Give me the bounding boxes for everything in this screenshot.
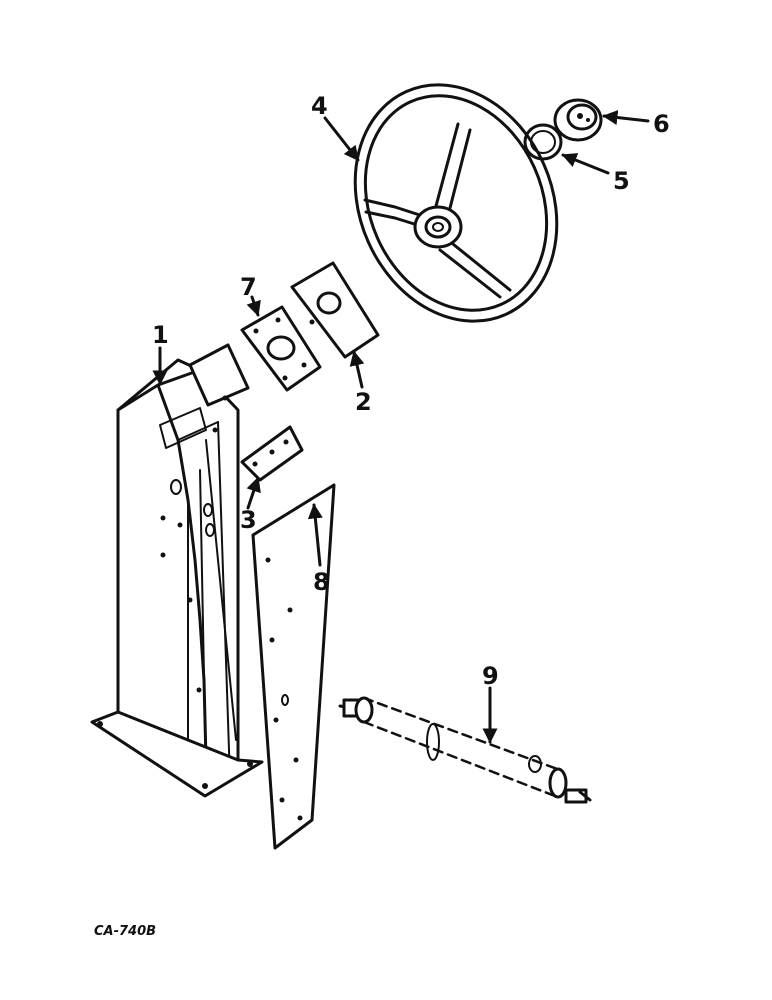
callout-label-6: 6 — [653, 110, 670, 138]
mounting-plate — [240, 305, 322, 392]
callout-arrows — [152, 110, 650, 744]
callout-label-8: 8 — [313, 568, 330, 596]
callout-label-5: 5 — [613, 167, 630, 195]
callout-label-7: 7 — [240, 273, 257, 301]
callout-arrow-7 — [246, 295, 261, 317]
steering-shaft — [338, 696, 592, 804]
callout-arrow-2 — [349, 350, 365, 389]
figure-code: CA-740B — [94, 924, 156, 939]
cover-plate — [290, 261, 380, 359]
side-panel-strip — [251, 483, 336, 850]
callout-arrow-5 — [561, 153, 610, 175]
callout-label-1: 1 — [152, 321, 169, 349]
callout-label-4: 4 — [311, 92, 328, 120]
callout-arrow-6 — [602, 110, 650, 125]
retaining-ring — [523, 123, 563, 161]
callout-arrow-3 — [246, 476, 261, 510]
callout-label-9: 9 — [482, 662, 499, 690]
callout-arrow-4 — [323, 116, 360, 162]
callout-label-3: 3 — [240, 506, 257, 534]
callout-arrow-8 — [307, 503, 323, 567]
steering-column-housing — [90, 343, 264, 798]
horn-cap — [553, 98, 603, 142]
callout-label-2: 2 — [355, 388, 372, 416]
bracket-plate — [240, 425, 304, 482]
steering-wheel — [353, 83, 559, 323]
